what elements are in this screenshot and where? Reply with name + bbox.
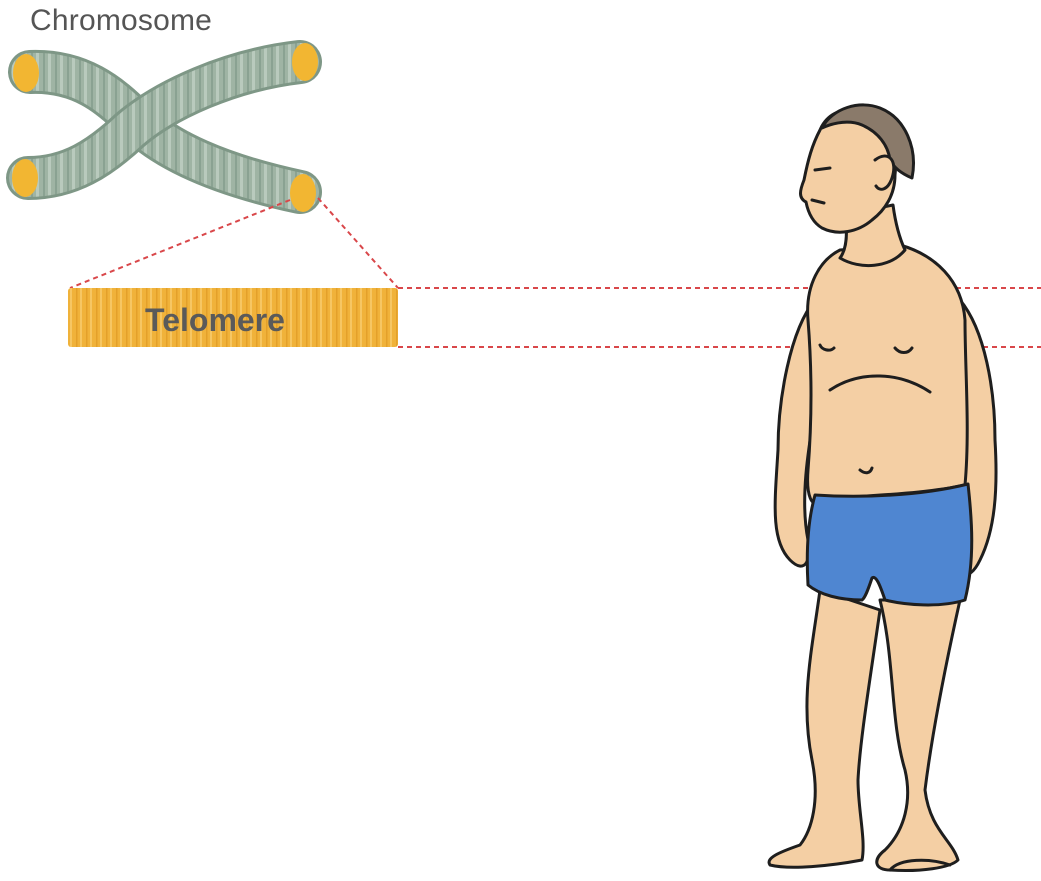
telomere-cap-bottom-right [290,174,316,212]
telomere-cap-bottom-left [12,159,38,197]
elderly-man-figure [769,105,996,871]
telomere-bar: Telomere [68,288,398,347]
telomere-cap-top-left [13,54,39,92]
telomere-cap-top-right [292,43,318,81]
telomere-label: Telomere [145,302,285,338]
chromosome-icon [12,43,318,212]
